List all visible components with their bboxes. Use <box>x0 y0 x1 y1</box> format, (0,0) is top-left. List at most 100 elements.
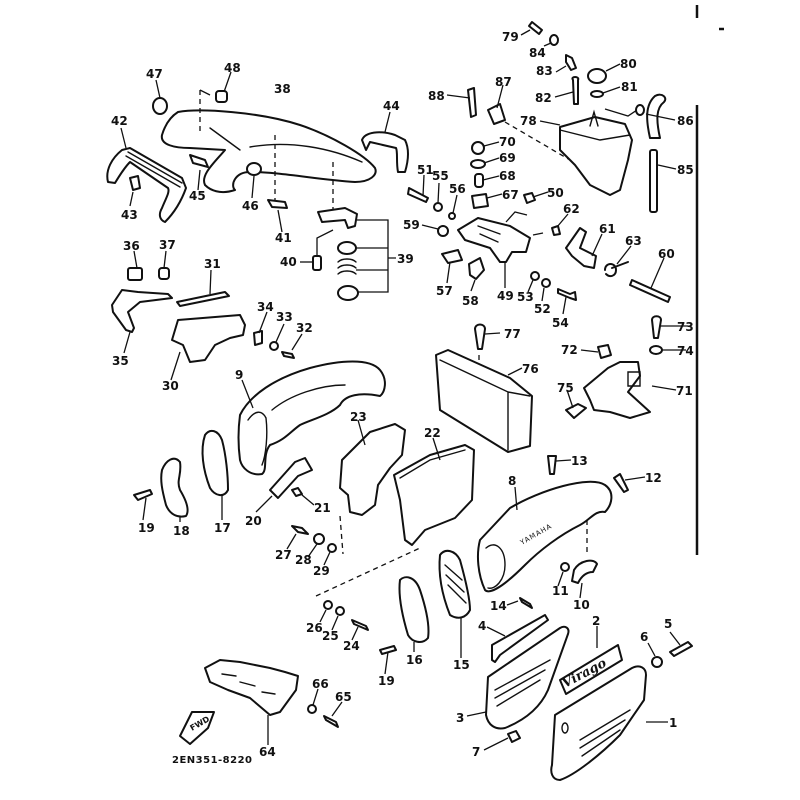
callout-69[interactable]: 69 <box>499 151 516 165</box>
part-39-damper-set <box>317 207 359 301</box>
callout-24[interactable]: 24 <box>343 639 360 653</box>
part-78-reservoir-tank <box>559 109 633 196</box>
callout-48[interactable]: 48 <box>224 61 241 75</box>
callout-58[interactable]: 58 <box>462 294 479 308</box>
callout-21[interactable]: 21 <box>314 501 331 515</box>
callout-72[interactable]: 72 <box>561 343 578 357</box>
callout-33[interactable]: 33 <box>276 310 293 324</box>
callout-42[interactable]: 42 <box>111 114 128 128</box>
callout-10[interactable]: 10 <box>573 598 590 612</box>
callout-56[interactable]: 56 <box>449 182 466 196</box>
callout-18[interactable]: 18 <box>173 524 190 538</box>
callout-9[interactable]: 9 <box>235 368 243 382</box>
part-3-side-cover-left <box>485 625 570 730</box>
callout-77[interactable]: 77 <box>504 327 521 341</box>
callout-54[interactable]: 54 <box>552 316 569 330</box>
callout-26[interactable]: 26 <box>306 621 323 635</box>
part-82-screw <box>571 76 580 105</box>
callout-76[interactable]: 76 <box>522 362 539 376</box>
callout-59[interactable]: 59 <box>403 218 420 232</box>
callout-2[interactable]: 2 <box>592 614 600 628</box>
callout-61[interactable]: 61 <box>599 222 616 236</box>
part-71-bracket <box>583 361 651 419</box>
callout-15[interactable]: 15 <box>453 658 470 672</box>
callout-41[interactable]: 41 <box>275 231 292 245</box>
callout-14[interactable]: 14 <box>490 599 507 613</box>
callout-55[interactable]: 55 <box>432 169 449 183</box>
callout-52[interactable]: 52 <box>534 302 551 316</box>
callout-71[interactable]: 71 <box>676 384 693 398</box>
callout-46[interactable]: 46 <box>242 199 259 213</box>
callout-45[interactable]: 45 <box>189 189 206 203</box>
callout-11[interactable]: 11 <box>552 584 569 598</box>
callout-66[interactable]: 66 <box>312 677 329 691</box>
callout-27[interactable]: 27 <box>275 548 292 562</box>
callout-74[interactable]: 74 <box>677 344 694 358</box>
callout-73[interactable]: 73 <box>677 320 694 334</box>
callout-84[interactable]: 84 <box>529 46 546 60</box>
callout-78[interactable]: 78 <box>520 114 537 128</box>
callout-79[interactable]: 79 <box>502 30 519 44</box>
callout-35[interactable]: 35 <box>112 354 129 368</box>
callout-53[interactable]: 53 <box>517 290 534 304</box>
callout-13[interactable]: 13 <box>571 454 588 468</box>
callout-80[interactable]: 80 <box>620 57 637 71</box>
callout-83[interactable]: 83 <box>536 64 553 78</box>
callout-43[interactable]: 43 <box>121 208 138 222</box>
callout-29[interactable]: 29 <box>313 564 330 578</box>
callout-68[interactable]: 68 <box>499 169 516 183</box>
callout-30[interactable]: 30 <box>162 379 179 393</box>
part-49-bracket <box>457 217 531 263</box>
callout-23[interactable]: 23 <box>350 410 367 424</box>
callout-37[interactable]: 37 <box>159 238 176 252</box>
callout-63[interactable]: 63 <box>625 234 642 248</box>
part-87-spring <box>487 103 506 125</box>
callout-85[interactable]: 85 <box>677 163 694 177</box>
callout-47[interactable]: 47 <box>146 67 163 81</box>
callout-31[interactable]: 31 <box>204 257 221 271</box>
callout-19a[interactable]: 19 <box>138 521 155 535</box>
callout-4[interactable]: 4 <box>478 619 486 633</box>
callout-70[interactable]: 70 <box>499 135 516 149</box>
callout-67[interactable]: 67 <box>502 188 519 202</box>
callout-62[interactable]: 62 <box>563 202 580 216</box>
callout-17[interactable]: 17 <box>214 521 231 535</box>
callout-87[interactable]: 87 <box>495 75 512 89</box>
part-16-reflector <box>398 576 430 643</box>
callout-28[interactable]: 28 <box>295 553 312 567</box>
callout-40[interactable]: 40 <box>280 255 297 269</box>
callout-57[interactable]: 57 <box>436 284 453 298</box>
callout-88[interactable]: 88 <box>428 89 445 103</box>
callout-32[interactable]: 32 <box>296 321 313 335</box>
part-58-plate <box>468 257 485 280</box>
callout-44[interactable]: 44 <box>383 99 400 113</box>
callout-1[interactable]: 1 <box>669 716 677 730</box>
callout-60[interactable]: 60 <box>658 247 675 261</box>
callout-20[interactable]: 20 <box>245 514 262 528</box>
callout-51[interactable]: 51 <box>417 163 434 177</box>
callout-19b[interactable]: 19 <box>378 674 395 688</box>
callout-25[interactable]: 25 <box>322 629 339 643</box>
callout-7[interactable]: 7 <box>472 745 480 759</box>
callout-86[interactable]: 86 <box>677 114 694 128</box>
callout-36[interactable]: 36 <box>123 239 140 253</box>
callout-16[interactable]: 16 <box>406 653 423 667</box>
callout-38[interactable]: 38 <box>274 82 291 96</box>
callout-75[interactable]: 75 <box>557 381 574 395</box>
callout-22[interactable]: 22 <box>424 426 441 440</box>
callout-82[interactable]: 82 <box>535 91 552 105</box>
callout-6[interactable]: 6 <box>640 630 648 644</box>
callout-39[interactable]: 39 <box>397 252 414 266</box>
callout-81[interactable]: 81 <box>621 80 638 94</box>
callout-12[interactable]: 12 <box>645 471 662 485</box>
part-65-bolt <box>323 715 339 728</box>
callout-8[interactable]: 8 <box>508 474 516 488</box>
callout-5[interactable]: 5 <box>664 617 672 631</box>
callout-34[interactable]: 34 <box>257 300 274 314</box>
callout-50[interactable]: 50 <box>547 186 564 200</box>
part-52-nut <box>541 278 551 288</box>
callout-65[interactable]: 65 <box>335 690 352 704</box>
callout-49[interactable]: 49 <box>497 289 514 303</box>
callout-3[interactable]: 3 <box>456 711 464 725</box>
callout-64[interactable]: 64 <box>259 745 276 759</box>
